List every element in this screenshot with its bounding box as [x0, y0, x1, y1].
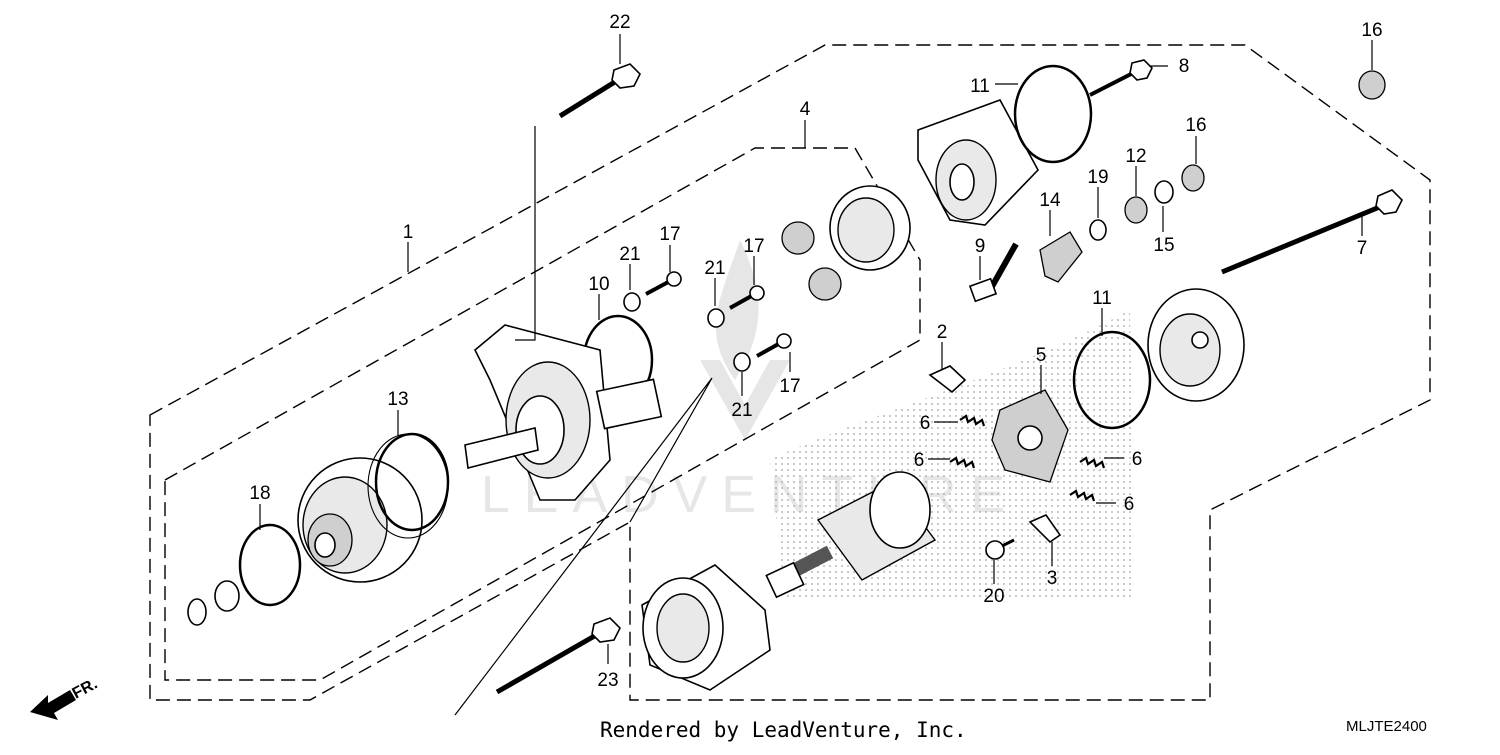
- callout-21-c: 21: [731, 400, 752, 421]
- callout-7: 7: [1357, 238, 1368, 259]
- callout-13: 13: [387, 389, 408, 410]
- ring-gear-4: [829, 185, 911, 271]
- callout-6-b: 6: [914, 450, 925, 471]
- bolt-17-c: [756, 333, 792, 358]
- bolt-17-a: [645, 271, 682, 296]
- callout-4: 4: [800, 99, 811, 120]
- callout-19: 19: [1087, 167, 1108, 188]
- callout-17-a: 17: [659, 224, 680, 245]
- callout-17-b: 17: [743, 236, 764, 257]
- callout-11-b: 11: [1092, 288, 1112, 309]
- spring-6-b: [949, 456, 976, 469]
- spring-6-c: [1079, 456, 1106, 469]
- o-ring-18: [238, 523, 302, 607]
- callout-3: 3: [1047, 568, 1058, 589]
- snap-ring-front: [187, 598, 207, 626]
- yoke: [641, 564, 771, 691]
- guide-line: [454, 377, 713, 716]
- assembly-outline-4: [164, 147, 921, 681]
- callout-21-b: 21: [704, 258, 725, 279]
- washer-21-b: [707, 308, 725, 328]
- front-cover-13: [297, 433, 449, 583]
- end-cover: [1147, 288, 1245, 402]
- nut-16-lower: [1181, 164, 1205, 192]
- screw-20: [985, 538, 1015, 560]
- brush-terminal-3: [1028, 514, 1062, 544]
- callout-12: 12: [1125, 146, 1146, 167]
- footer-credit: Rendered by LeadVenture, Inc.: [600, 718, 967, 742]
- callout-11-a: 11: [970, 76, 990, 97]
- spring-6-d: [1069, 489, 1096, 502]
- planet-gear-lower: [808, 267, 842, 301]
- brush-terminal-2: [928, 365, 967, 394]
- mounting-bracket: [464, 324, 663, 501]
- planet-gear-upper: [781, 221, 815, 255]
- washer-15: [1154, 180, 1174, 204]
- o-ring-11-upper: [1013, 64, 1093, 164]
- terminal-14: [1039, 231, 1083, 283]
- spring-6-a: [959, 414, 986, 427]
- callout-10: 10: [588, 274, 609, 295]
- callout-6-c: 6: [1132, 449, 1143, 470]
- bolt-23: [495, 617, 621, 695]
- callout-numbers: 22 1 4 10 21 17 21 17 17 21 13 18 11 8 1…: [249, 12, 1382, 691]
- armature: [765, 471, 937, 599]
- bolt-22: [558, 63, 641, 119]
- callout-8: 8: [1179, 56, 1190, 77]
- callout-6-a: 6: [920, 413, 931, 434]
- bolt-7: [1221, 189, 1403, 275]
- o-ring-13: [374, 432, 450, 532]
- callout-23: 23: [597, 670, 618, 691]
- assembly-outline-1: [149, 44, 1431, 701]
- washer-19: [1089, 219, 1107, 241]
- callout-6-d: 6: [1124, 494, 1135, 515]
- callout-15: 15: [1153, 235, 1174, 256]
- front-direction-arrow: FR.: [30, 675, 100, 720]
- callout-17-c: 17: [779, 376, 800, 397]
- washer-21-c: [733, 352, 751, 372]
- bolt-17-b: [729, 285, 765, 310]
- callout-2: 2: [937, 322, 948, 343]
- callout-1: 1: [403, 222, 414, 243]
- callout-5: 5: [1036, 345, 1047, 366]
- callout-9: 9: [975, 236, 986, 257]
- callout-16-b: 16: [1185, 115, 1206, 136]
- bolt-8: [1089, 59, 1153, 97]
- callout-14: 14: [1039, 190, 1061, 211]
- o-ring-11-lower: [1072, 330, 1152, 430]
- callout-22: 22: [609, 12, 630, 33]
- bolt-9: [968, 242, 1019, 303]
- washer-front: [214, 580, 240, 612]
- brush-holder-5: [991, 389, 1069, 483]
- callout-20: 20: [983, 586, 1004, 607]
- diagram-code: MLJTE2400: [1346, 718, 1427, 735]
- callout-21-a: 21: [619, 244, 640, 265]
- rear-housing: [917, 99, 1039, 226]
- washer-21-a: [623, 292, 641, 312]
- nut-16-upper: [1358, 70, 1386, 100]
- leader-lines: [259, 34, 1373, 664]
- callout-16-a: 16: [1361, 20, 1382, 41]
- callout-18: 18: [249, 483, 270, 504]
- bushing-12: [1124, 196, 1148, 224]
